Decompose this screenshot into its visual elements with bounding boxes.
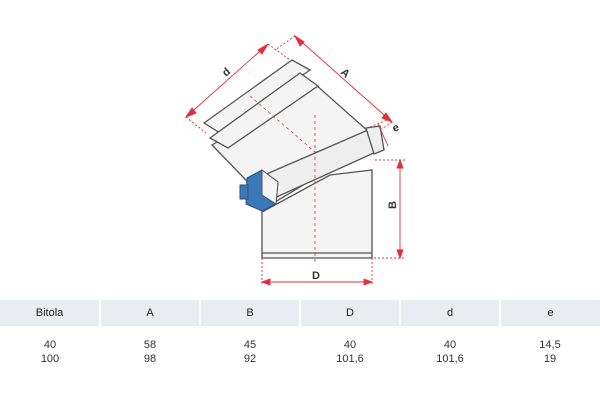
table-cell: 101,6 <box>336 353 364 365</box>
column-header: D <box>300 300 401 326</box>
table-cell: 98 <box>143 353 157 365</box>
dimensions-table: Bitola A B D d e 40 58 45 40 40 14,5 100… <box>0 300 600 366</box>
label-a: A <box>338 66 352 80</box>
dimension-big-d <box>260 258 374 286</box>
center-lines <box>249 95 316 262</box>
label-b: B <box>387 201 399 209</box>
label-big-d: D <box>312 270 320 282</box>
table-cell: 58 <box>143 339 157 351</box>
dimension-d <box>184 43 291 134</box>
column-header: e <box>500 300 600 326</box>
table-cell: 100 <box>40 353 60 365</box>
table-cell: 101,6 <box>436 353 464 365</box>
dimension-b <box>374 158 405 260</box>
table-cell: 40 <box>443 339 457 351</box>
clamp-icon <box>239 169 279 212</box>
column-header: B <box>200 300 301 326</box>
dimension-e <box>369 117 393 147</box>
table-header-row: Bitola A B D d e <box>0 300 600 326</box>
table-cell: 40 <box>43 339 57 351</box>
label-e: e <box>391 121 401 134</box>
table-cell: 40 <box>343 339 357 351</box>
table-cell: 92 <box>243 353 257 365</box>
table-cell: 14,5 <box>539 339 561 351</box>
table-row: 40 58 45 40 40 14,5 <box>0 326 600 352</box>
table-cell: 19 <box>543 353 557 365</box>
column-header: A <box>100 300 201 326</box>
column-header: Bitola <box>0 300 101 326</box>
pipe-elbow-drawing: d A e B D <box>184 34 405 286</box>
table-cell: 45 <box>243 339 257 351</box>
table-row: 100 98 92 101,6 101,6 19 <box>0 352 600 366</box>
dimension-a <box>274 34 394 131</box>
column-header: d <box>400 300 501 326</box>
